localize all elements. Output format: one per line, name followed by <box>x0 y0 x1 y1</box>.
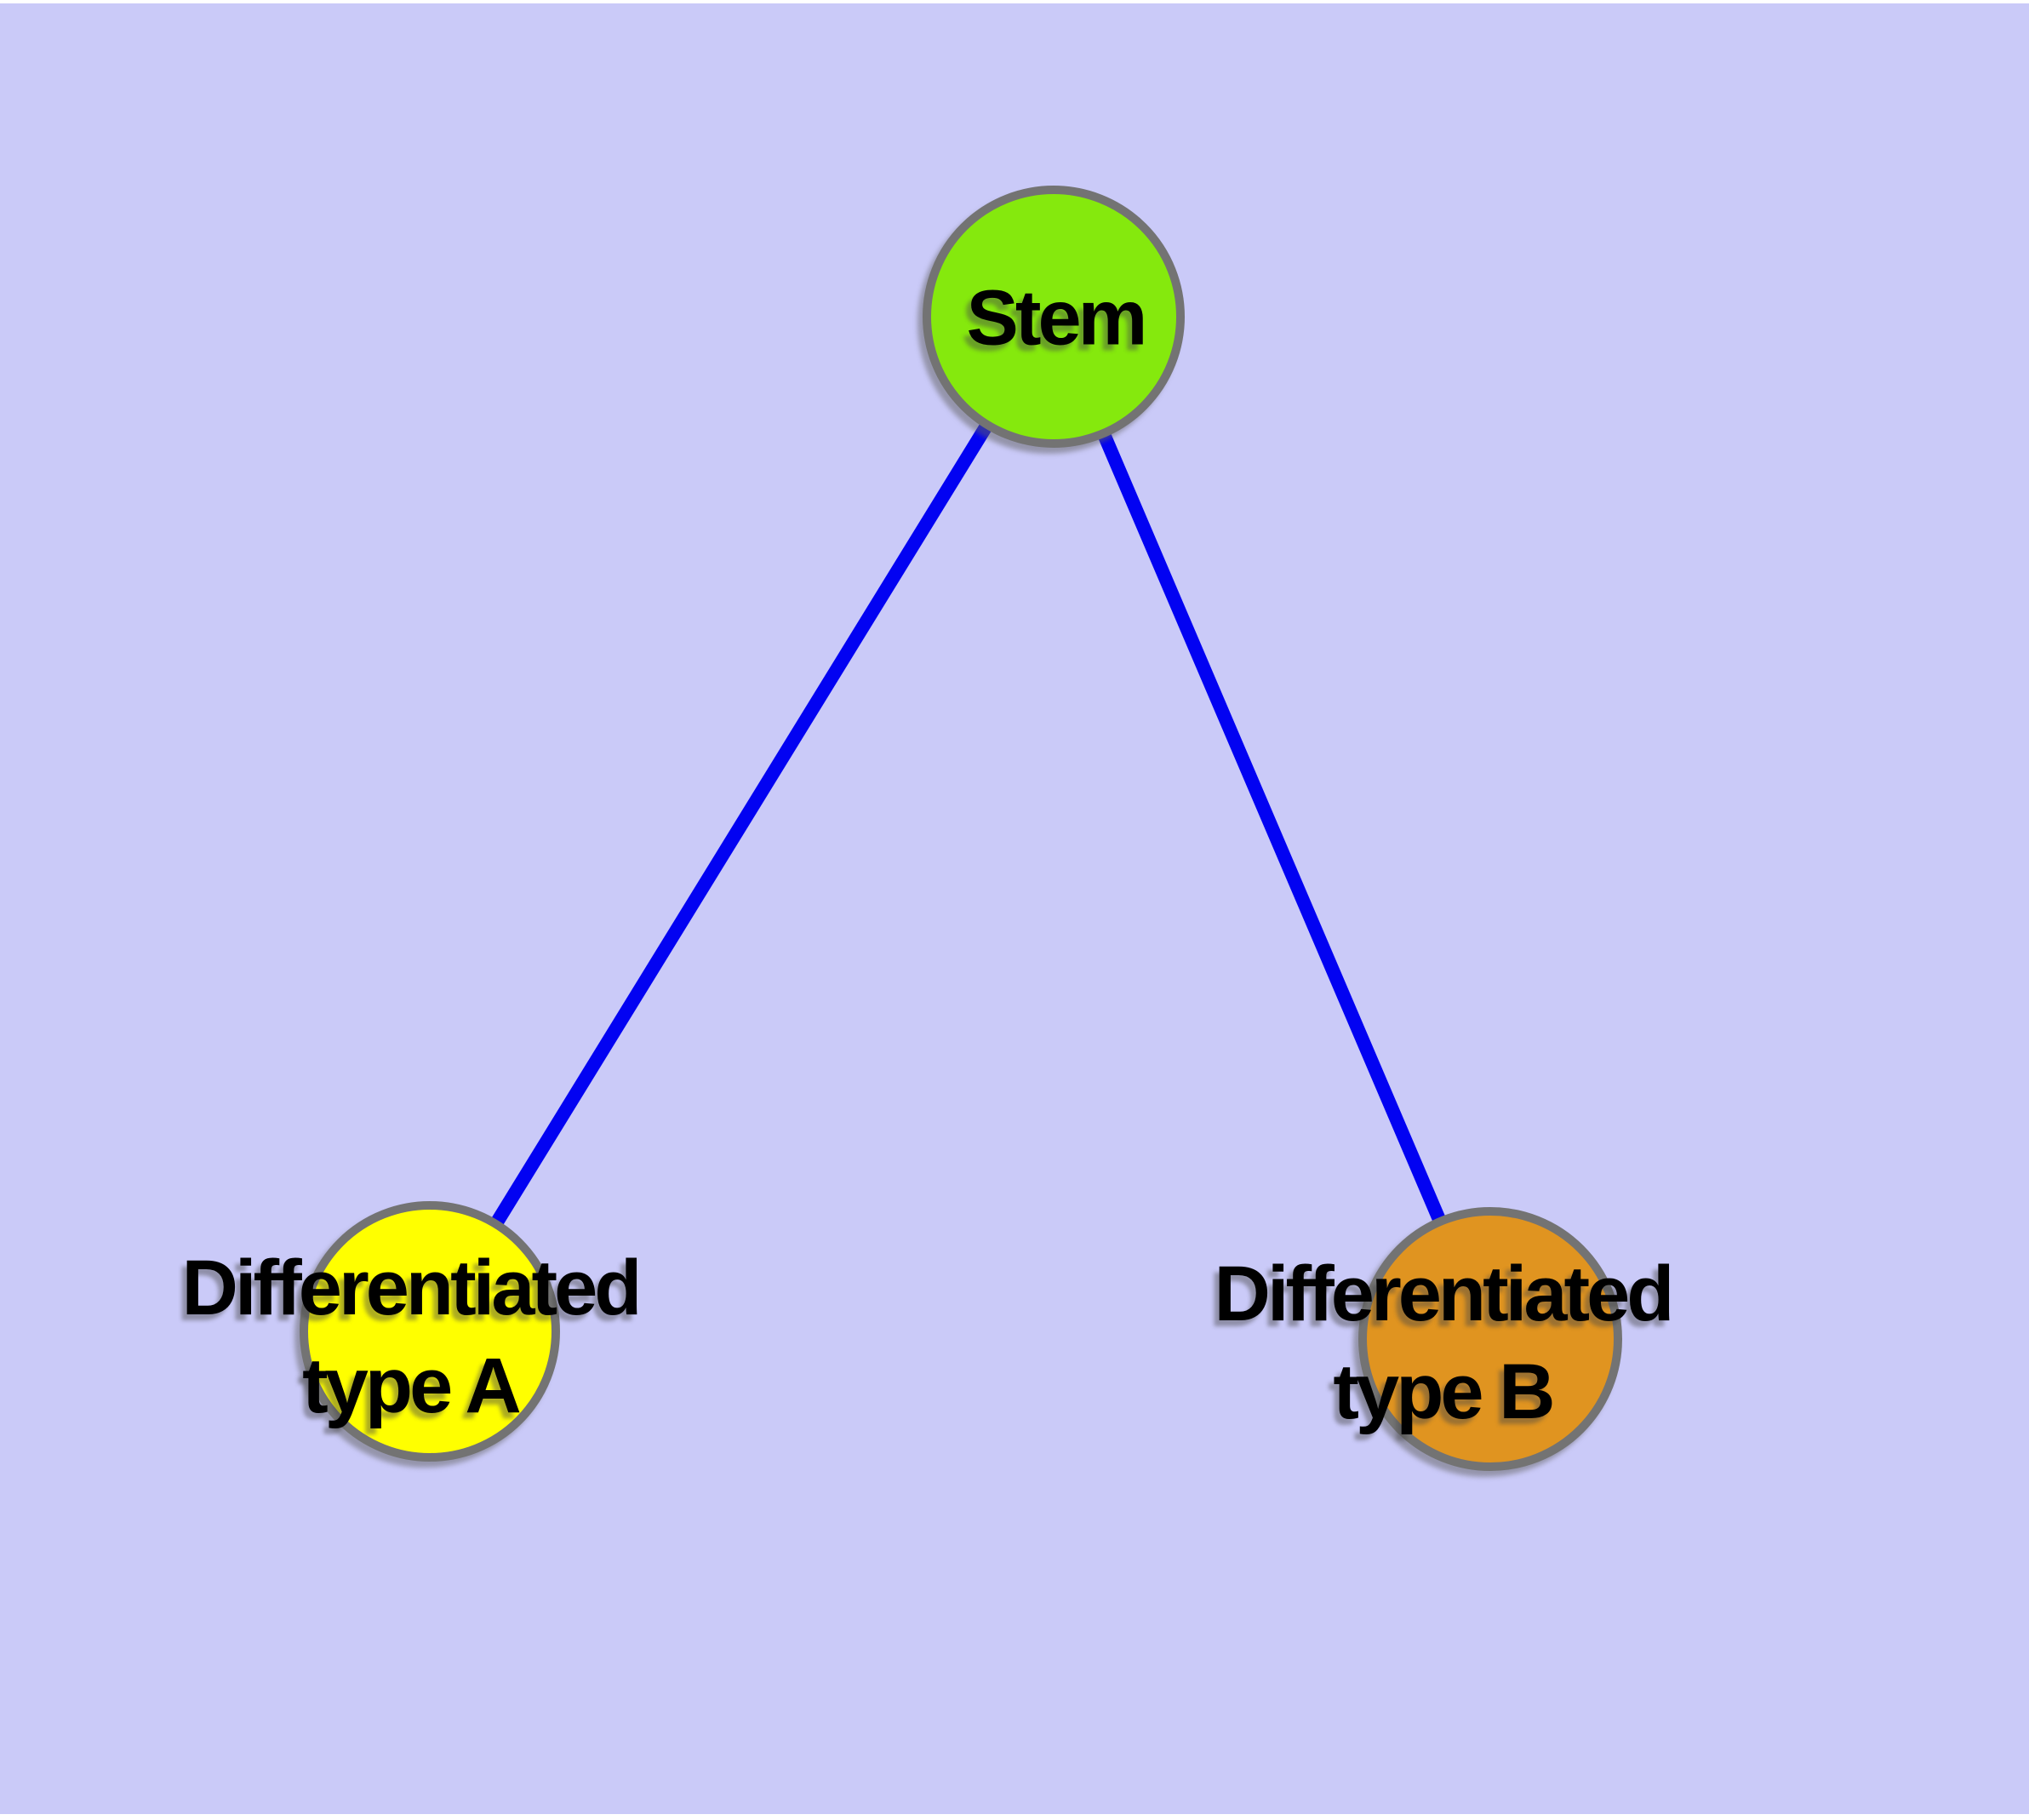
node-differentiated-type-b <box>1358 1207 1622 1471</box>
edge-stem-to-type-b <box>1047 313 1497 1342</box>
edge-stem-to-type-a <box>424 312 1060 1336</box>
node-stem <box>923 186 1185 448</box>
node-differentiated-type-a <box>300 1201 560 1462</box>
